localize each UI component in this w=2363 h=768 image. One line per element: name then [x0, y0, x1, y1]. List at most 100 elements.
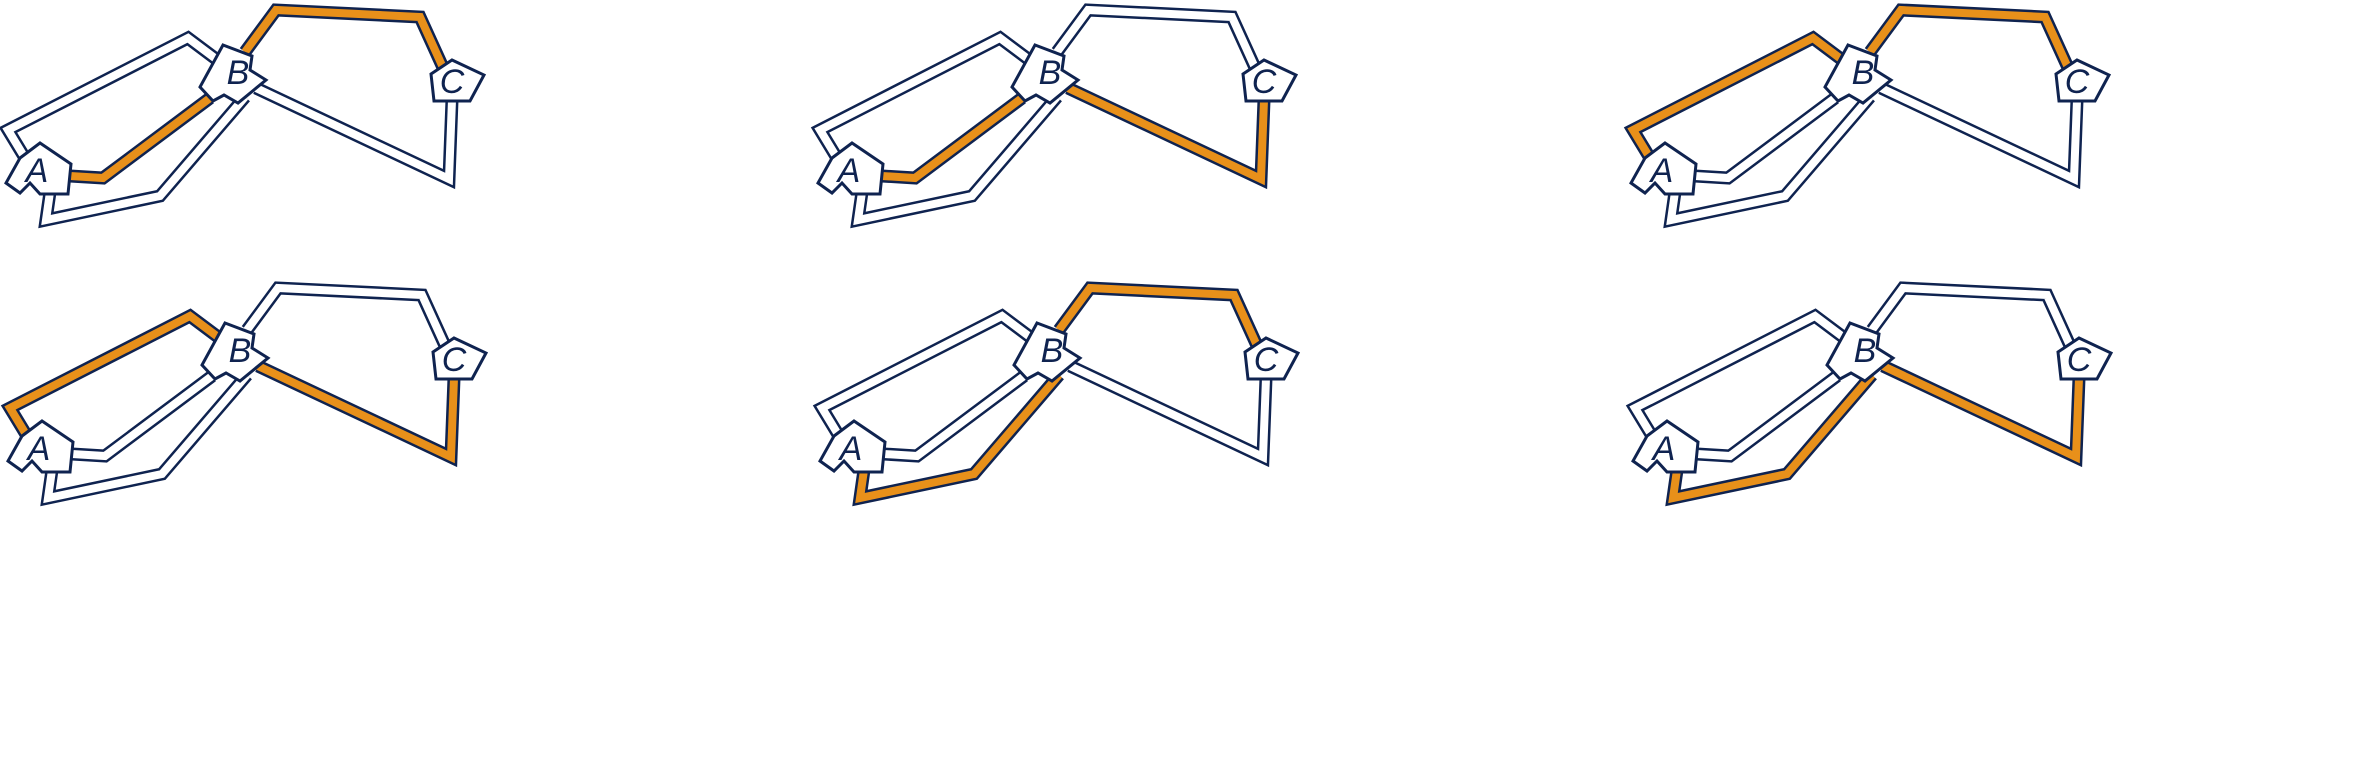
node-label: C — [2067, 341, 2092, 379]
route-fill — [1068, 362, 1270, 464]
route-A-B-inner-highlighted — [881, 92, 1026, 185]
route-fill — [883, 372, 1027, 461]
diagram-panel-1: A B C — [0, 3, 487, 229]
route-A-B-outer-highlighted — [0, 308, 226, 440]
route-A-B-inner-highlighted — [69, 92, 214, 185]
route-B-C-lower-highlighted — [1880, 360, 2086, 468]
diagram-panel-4: A B C — [0, 281, 489, 507]
node-shape — [1012, 321, 1083, 383]
route-B-C-lower-highlighted — [1065, 82, 1271, 190]
route-B-C-lower — [1878, 82, 2084, 190]
node-shape — [2054, 58, 2112, 103]
route-fill — [43, 372, 251, 504]
route-A-B-lower — [1663, 92, 1875, 229]
route-highlight-fill — [881, 94, 1025, 183]
route-fill — [243, 283, 451, 352]
node-C: C — [431, 336, 489, 381]
route-fill — [1629, 311, 1850, 439]
route-B-C-upper — [1866, 281, 2078, 353]
route-highlight-fill — [1881, 362, 2083, 464]
node-B: B — [1010, 43, 1081, 105]
route-fill — [814, 33, 1035, 161]
diagram-panel-6: A B C — [1625, 281, 2114, 507]
node-label: C — [1252, 63, 1277, 101]
route-A-B-inner — [1694, 92, 1839, 185]
route-A-B-outer — [0, 30, 224, 162]
route-B-C-upper-highlighted — [1053, 281, 1265, 353]
node-shape — [2056, 336, 2114, 381]
node-label: B — [1039, 54, 1062, 92]
route-fill — [1879, 84, 2081, 186]
route-B-C-upper-highlighted — [1864, 3, 2076, 75]
node-label: C — [440, 63, 465, 101]
route-border — [1623, 30, 1849, 162]
route-highlight-fill — [4, 311, 225, 439]
route-fill — [1666, 94, 1874, 226]
node-B: B — [1823, 43, 1894, 105]
route-highlight-fill — [241, 5, 449, 74]
route-B-C-lower-highlighted — [255, 360, 461, 468]
node-shape — [1010, 43, 1081, 105]
route-A-B-lower-highlighted — [852, 370, 1064, 507]
route-B-C-upper — [1051, 3, 1263, 75]
route-B-C-lower — [253, 82, 459, 190]
route-fill — [1694, 94, 1838, 183]
node-A: A — [6, 419, 75, 474]
node-C: C — [2054, 58, 2112, 103]
route-highlight-fill — [256, 362, 458, 464]
node-shape — [4, 141, 73, 196]
route-border — [1625, 308, 1851, 440]
route-highlight-fill — [69, 94, 213, 183]
route-highlight-fill — [1668, 372, 1876, 504]
route-highlight-fill — [1627, 33, 1848, 161]
node-C: C — [1243, 336, 1301, 381]
node-shape — [816, 141, 885, 196]
route-border — [810, 30, 1036, 162]
node-label: A — [26, 430, 51, 468]
route-A-B-outer — [1625, 308, 1851, 440]
route-fill — [853, 94, 1061, 226]
route-fill — [254, 84, 456, 186]
diagram-panel-3: A B C — [1623, 3, 2112, 229]
route-A-B-inner — [883, 370, 1028, 463]
node-shape — [6, 419, 75, 474]
route-B-C-upper — [241, 281, 453, 353]
node-label: A — [1649, 152, 1674, 190]
route-A-B-lower — [850, 92, 1062, 229]
route-fill — [816, 311, 1037, 439]
node-shape — [198, 43, 269, 105]
node-B: B — [1825, 321, 1896, 383]
route-fill — [1696, 372, 1840, 461]
route-fill — [1053, 5, 1261, 74]
route-border — [812, 308, 1038, 440]
node-A: A — [4, 141, 73, 196]
node-label: A — [836, 152, 861, 190]
diagram-panel-5: A B C — [812, 281, 1301, 507]
node-shape — [429, 58, 487, 103]
route-fill — [2, 33, 223, 161]
route-fill — [71, 372, 215, 461]
route-A-B-inner — [71, 370, 216, 463]
route-A-B-outer — [810, 30, 1036, 162]
node-label: B — [1041, 332, 1064, 370]
node-shape — [1629, 141, 1698, 196]
node-label: A — [838, 430, 863, 468]
node-shape — [818, 419, 887, 474]
node-shape — [1241, 58, 1299, 103]
node-B: B — [200, 321, 271, 383]
route-A-B-lower-highlighted — [1665, 370, 1877, 507]
node-label: B — [227, 54, 250, 92]
route-fill — [41, 94, 249, 226]
route-A-B-outer-highlighted — [1623, 30, 1849, 162]
node-label: C — [1254, 341, 1279, 379]
node-shape — [1825, 321, 1896, 383]
route-highlight-fill — [1055, 283, 1263, 352]
route-border — [0, 308, 226, 440]
route-B-C-upper-highlighted — [239, 3, 451, 75]
node-A: A — [1629, 141, 1698, 196]
route-A-B-lower — [38, 92, 250, 229]
node-C: C — [2056, 336, 2114, 381]
node-A: A — [1631, 419, 1700, 474]
node-A: A — [816, 141, 885, 196]
